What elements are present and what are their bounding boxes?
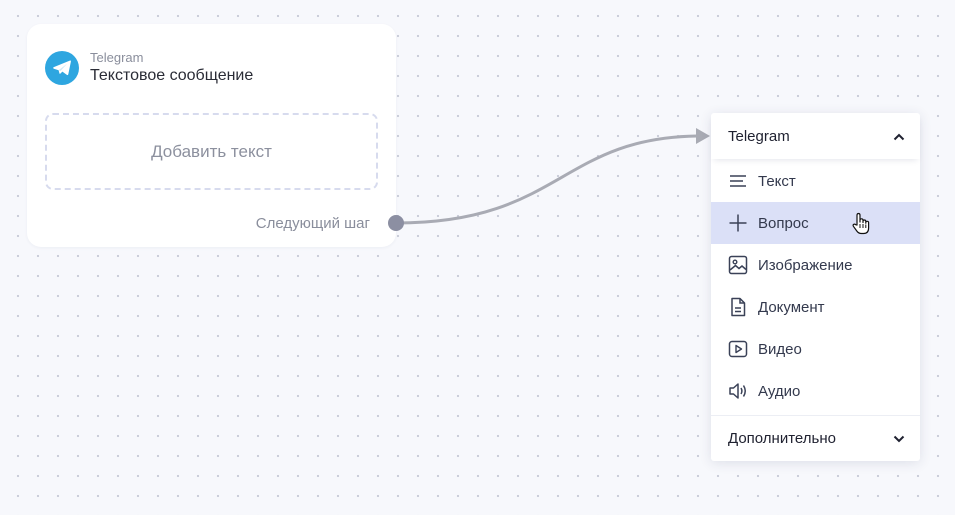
menu-section-telegram[interactable]: Telegram	[711, 113, 920, 159]
menu-item-audio[interactable]: Аудио	[711, 370, 920, 412]
block-type-menu: Telegram Текст Вопрос	[711, 113, 920, 461]
next-step-handle[interactable]	[388, 215, 404, 231]
menu-item-image[interactable]: Изображение	[711, 244, 920, 286]
node-header: Telegram Текстовое сообщение	[45, 51, 253, 85]
image-icon	[727, 254, 749, 276]
menu-item-text[interactable]: Текст	[711, 160, 920, 202]
node-channel-label: Telegram	[90, 50, 144, 65]
video-icon	[727, 338, 749, 360]
add-text-button[interactable]: Добавить текст	[45, 113, 378, 190]
menu-item-video[interactable]: Видео	[711, 328, 920, 370]
menu-section-label: Дополнительно	[728, 430, 836, 447]
hand-cursor-icon	[851, 212, 871, 240]
connector-arrow-icon	[696, 128, 710, 144]
menu-section-label: Telegram	[728, 127, 790, 145]
menu-item-document[interactable]: Документ	[711, 286, 920, 328]
menu-item-label: Вопрос	[758, 214, 809, 232]
menu-item-label: Документ	[758, 298, 825, 316]
chevron-down-icon	[893, 430, 905, 447]
text-lines-icon	[727, 170, 749, 192]
audio-icon	[727, 380, 749, 402]
menu-item-label: Аудио	[758, 382, 801, 400]
menu-items: Текст Вопрос Изображение	[711, 160, 920, 412]
message-node-card[interactable]: Telegram Текстовое сообщение Добавить те…	[27, 24, 396, 247]
chevron-up-icon	[893, 128, 905, 145]
node-titles: Telegram Текстовое сообщение	[90, 51, 253, 85]
telegram-icon	[45, 51, 79, 85]
menu-section-additional[interactable]: Дополнительно	[711, 415, 920, 461]
node-title: Текстовое сообщение	[90, 67, 254, 84]
menu-item-label: Видео	[758, 340, 802, 358]
menu-item-label: Изображение	[758, 256, 853, 274]
plus-icon	[727, 212, 749, 234]
next-step-label: Следующий шаг	[255, 215, 370, 232]
connector-line	[395, 134, 698, 225]
menu-item-question[interactable]: Вопрос	[711, 202, 920, 244]
menu-item-label: Текст	[758, 172, 796, 190]
document-icon	[727, 296, 749, 318]
